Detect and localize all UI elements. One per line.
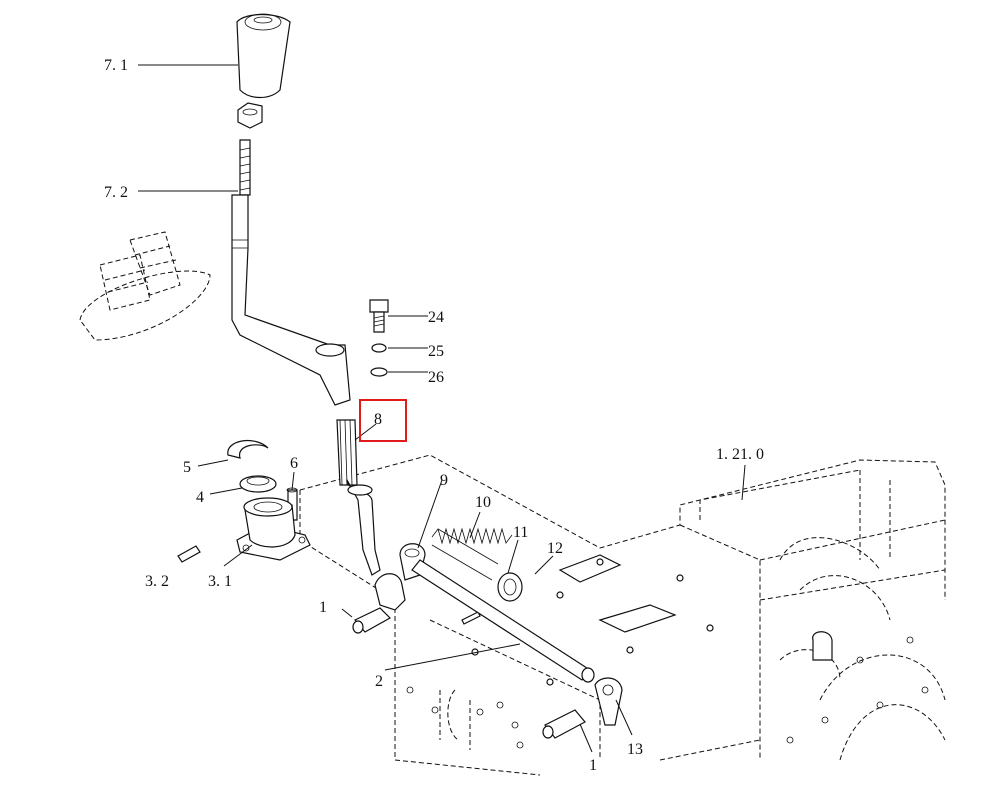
washer (371, 343, 387, 353)
label-1-21-0: 1. 21. 0 (716, 446, 764, 463)
label-8: 8 (374, 411, 382, 428)
label-4: 4 (196, 489, 204, 506)
label-1-left: 1 (319, 599, 327, 616)
highlight-box (359, 399, 407, 442)
bolt (369, 299, 389, 333)
gearbox-housing (299, 454, 946, 776)
leader-lines (138, 64, 746, 753)
label-12: 12 (547, 540, 563, 557)
label-26: 26 (428, 369, 444, 386)
label-3-2: 3. 2 (145, 573, 169, 590)
label-1-bottom: 1 (589, 757, 597, 774)
shift-rod (411, 559, 595, 683)
circlip (227, 440, 269, 459)
label-24: 24 (428, 309, 444, 326)
pin-bolt-left (352, 607, 391, 634)
ball-joint (594, 677, 623, 726)
splined-shaft (336, 419, 381, 576)
label-10: 10 (475, 494, 491, 511)
label-9: 9 (440, 472, 448, 489)
gear-lever (231, 139, 351, 406)
shift-fork (374, 543, 426, 611)
roll-pin (461, 611, 481, 625)
label-3-1: 3. 1 (208, 573, 232, 590)
label-5: 5 (183, 459, 191, 476)
flat-washer (370, 367, 388, 377)
label-7-2: 7. 2 (104, 184, 128, 201)
rubber-boot (79, 231, 211, 341)
label-6: 6 (290, 455, 298, 472)
label-2: 2 (375, 673, 383, 690)
label-11: 11 (513, 524, 528, 541)
label-7-1: 7. 1 (104, 57, 128, 74)
gear-knob (236, 13, 291, 129)
label-25: 25 (428, 343, 444, 360)
shaft-housing (236, 497, 311, 561)
oil-seal (239, 475, 277, 493)
pin-bolt-bottom (542, 709, 586, 739)
label-13: 13 (627, 741, 643, 758)
spring (431, 527, 513, 581)
sleeve (497, 572, 523, 602)
small-pin (177, 545, 201, 563)
